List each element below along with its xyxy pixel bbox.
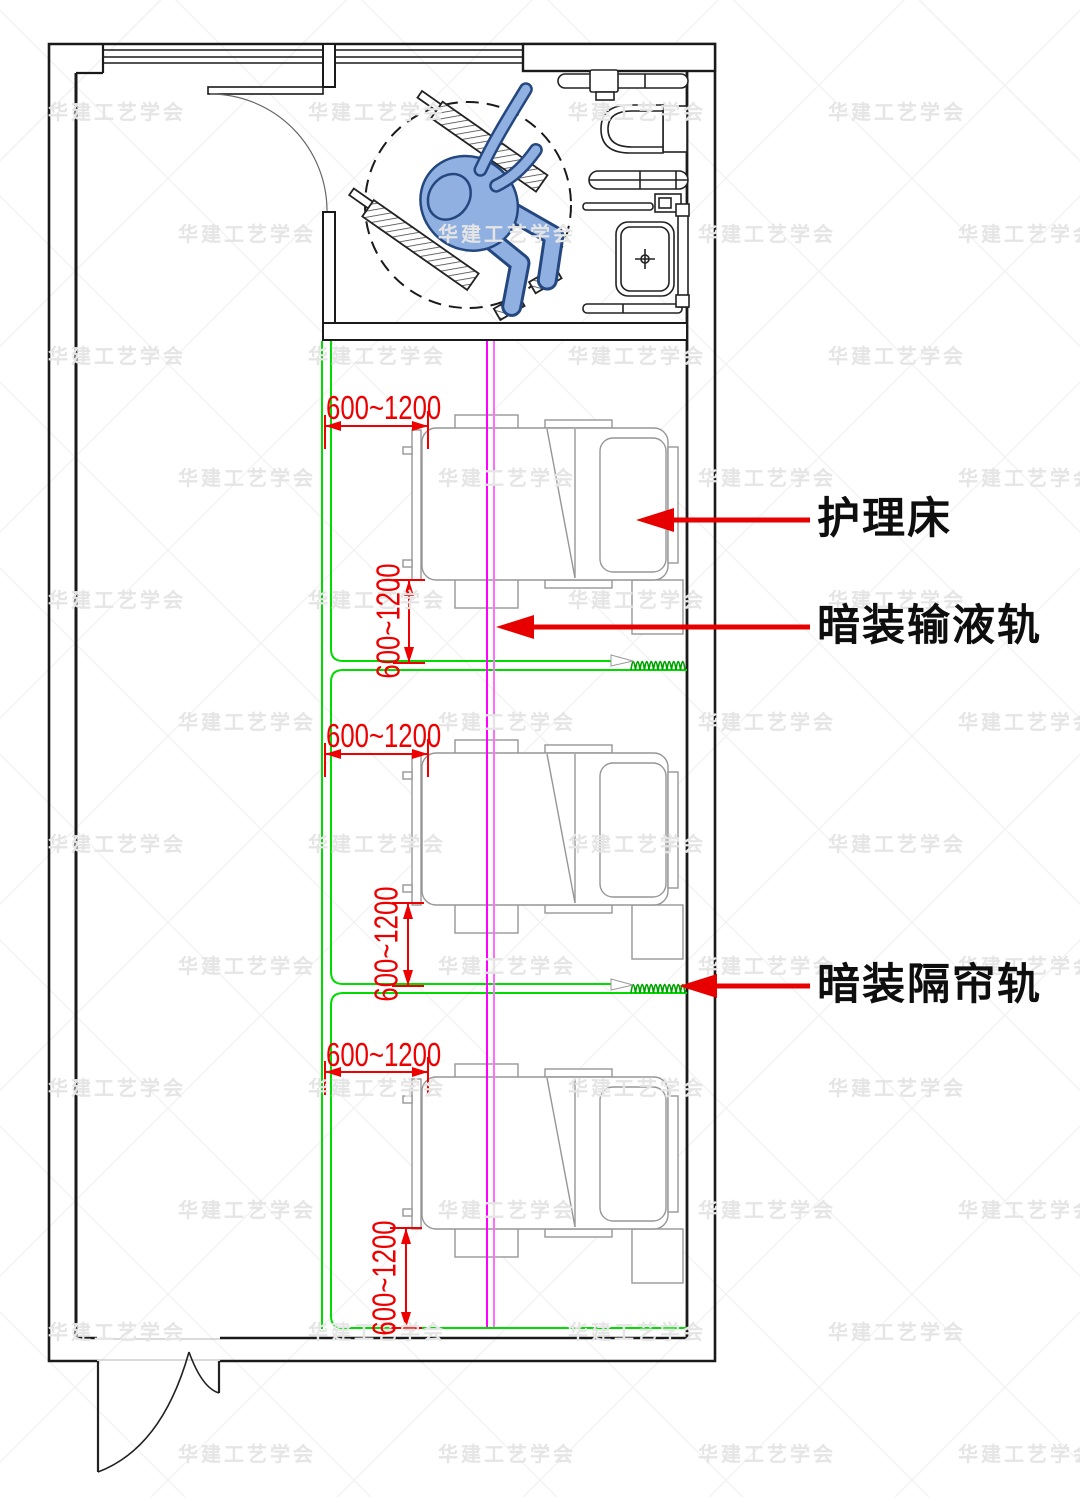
dimensions — [324, 411, 429, 1329]
towel-bar-icon — [582, 202, 654, 211]
curtain-track-label-arrow — [679, 974, 810, 998]
bathroom-walls — [322, 211, 688, 341]
window-top — [103, 43, 523, 88]
nursing-beds — [402, 414, 684, 1284]
bathroom-door — [207, 86, 328, 212]
curtain-pull-icon — [610, 978, 634, 991]
dimension-v-1 — [393, 579, 425, 664]
bathroom — [207, 69, 690, 341]
dimension-h-3 — [324, 1057, 429, 1095]
entry-door — [96, 1338, 221, 1473]
nursing-bed-1 — [402, 414, 684, 635]
grab-bar-icon — [588, 170, 689, 190]
wheelchair-user-icon — [347, 82, 565, 322]
dimension-v-2 — [392, 902, 424, 987]
curtain-coil-icon — [630, 983, 686, 994]
bathroom-fixtures — [557, 69, 690, 314]
sink-icon — [615, 221, 675, 297]
annotation-arrows — [496, 508, 810, 998]
dimension-v-3 — [390, 1227, 422, 1329]
curtain-track-lines — [321, 341, 689, 1329]
nursing-bed-3 — [402, 1063, 684, 1284]
curtain-coil-icon — [630, 660, 686, 671]
dimension-h-2 — [324, 739, 429, 777]
curtain-pull-icon — [610, 654, 634, 667]
shower-rail-icon — [557, 73, 689, 89]
nursing-bed-2 — [402, 739, 684, 960]
iv-track-label-arrow — [496, 615, 810, 639]
low-grab-bar-icon — [582, 303, 683, 314]
wheel-icon — [361, 198, 480, 292]
wall-strip-icon — [677, 206, 689, 308]
toilet-icon — [600, 104, 688, 154]
dimension-h-1 — [324, 411, 429, 449]
iv-track-lines — [486, 341, 495, 1327]
bed-label-arrow — [636, 508, 810, 532]
